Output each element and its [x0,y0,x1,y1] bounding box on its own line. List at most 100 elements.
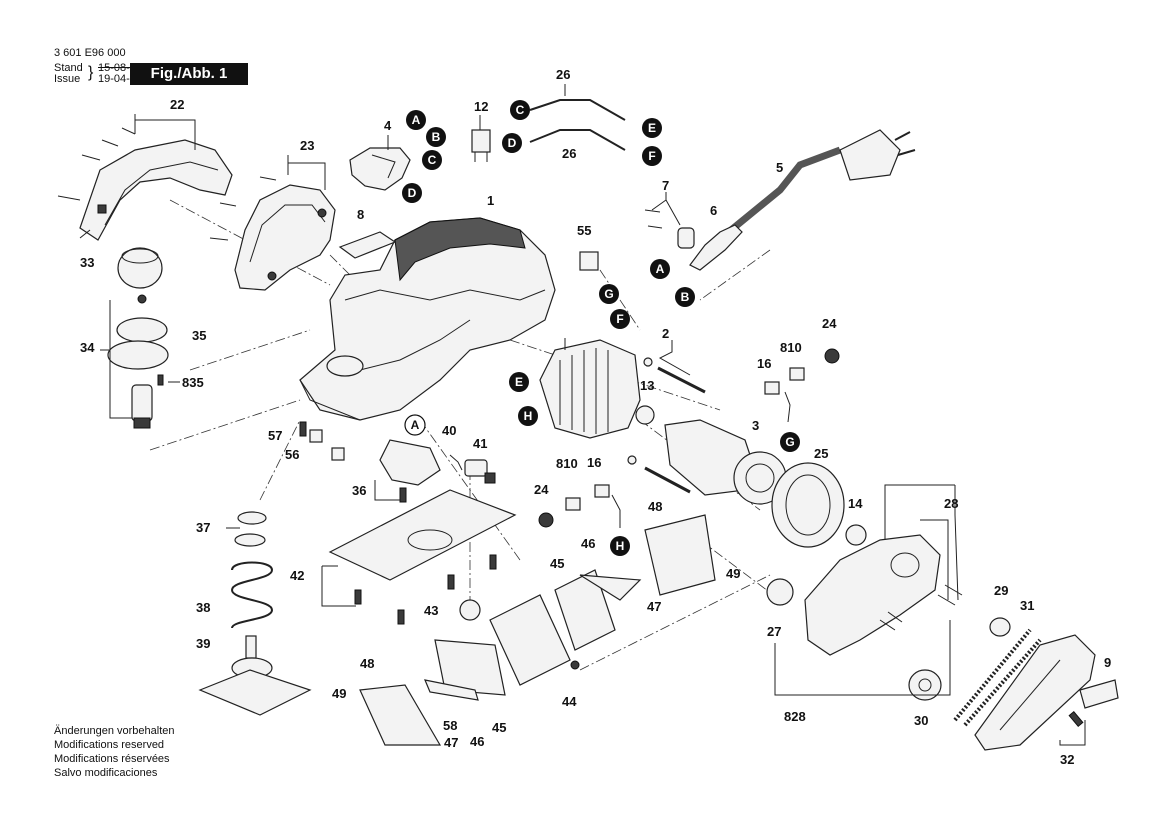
part-number: 27 [767,624,781,639]
part-depth-knob [117,247,163,289]
part-number: 14 [848,496,863,511]
part-number: 48 [648,499,662,514]
part-number: 29 [994,583,1008,598]
part-number: 48 [360,656,374,671]
part-number: 38 [196,600,210,615]
figure-label: Fig./Abb. 1 [130,63,248,85]
part-number: 47 [647,599,661,614]
part-stator-screws [627,357,706,494]
connector-icon: G [780,432,800,452]
part-number: 46 [470,734,484,749]
part-number: 26 [556,67,570,82]
part-number: 39 [196,636,210,651]
svg-text:F: F [616,312,623,326]
part-fan-baffle [771,462,845,548]
part-number: 37 [196,520,210,535]
part-number: 56 [285,447,299,462]
part-number: 8 [357,207,364,222]
part-switch [349,147,411,191]
connector-markers: A B C D C D E F A B G F E H G H A [402,100,800,556]
part-label-plate [338,231,397,259]
connector-icon: D [502,133,522,153]
connector-icon: E [642,118,662,138]
note-line: Modifications réservées [54,753,170,765]
part-number: 28 [944,496,958,511]
part-number: 42 [290,568,304,583]
svg-text:D: D [408,186,417,200]
note-line: Änderungen vorbehalten [54,725,175,737]
part-blades [359,514,716,746]
modification-notes: Änderungen vorbehalten Modifications res… [54,724,174,780]
connector-icon: B [426,127,446,147]
part-number: 30 [914,713,928,728]
part-number: 57 [268,428,282,443]
part-parking-foot [198,511,312,716]
part-number: 44 [562,694,577,709]
part-number: 35 [192,328,206,343]
part-power-cord [722,129,916,238]
svg-text:E: E [515,375,523,389]
part-number: 40 [442,423,456,438]
svg-text:B: B [432,130,441,144]
part-number: 7 [662,178,669,193]
part-screw-nut [299,421,345,461]
svg-text:A: A [412,113,421,127]
part-wires [529,99,626,151]
part-cable-guard [689,224,743,271]
svg-text:B: B [681,290,690,304]
part-number: 58 [443,718,457,733]
part-cable-clamp [644,209,695,249]
note-line: Salvo modificaciones [54,767,158,779]
svg-text:D: D [508,136,517,150]
part-number: 49 [726,566,740,581]
part-lever [449,454,496,484]
drawing-number: 3 601 E96 000 [54,47,126,59]
connector-icon: A [650,259,670,279]
part-number: 49 [332,686,346,701]
part-stator [539,339,641,439]
issue-label: Issue [54,73,81,85]
part-gear-housing [804,534,963,656]
part-number: 810 [556,456,578,471]
part-belt-cover [974,634,1119,751]
part-pulleys [908,617,1011,701]
part-number: 4 [384,118,392,133]
stand-label: Stand [54,62,83,74]
part-number: 55 [577,223,591,238]
svg-text:H: H [616,539,625,553]
part-bearing-27 [766,578,794,606]
part-number: 47 [444,735,458,750]
part-number: 23 [300,138,314,153]
part-number: 34 [80,340,95,355]
part-number: 33 [80,255,94,270]
connector-icon: C [422,150,442,170]
part-number: 3 [752,418,759,433]
part-number: 25 [814,446,828,461]
part-chip-deflector [379,439,441,503]
part-number: 828 [784,709,806,724]
part-number: 43 [424,603,438,618]
part-bearing-14 [845,524,867,546]
part-housing [299,217,556,421]
part-terminal-block [579,251,599,271]
part-number: 12 [474,99,488,114]
svg-text:C: C [428,153,437,167]
connector-icon: F [610,309,630,329]
brace-icon: } [88,64,94,81]
connector-icon: F [642,146,662,166]
part-rear-cover [57,127,233,241]
svg-text:E: E [648,121,656,135]
note-line: Modifications reserved [54,739,165,751]
part-number: 835 [182,375,204,390]
part-number: 13 [640,378,654,393]
part-number: 1 [487,193,494,208]
connector-icon: A [406,110,426,130]
connector-icon: B [675,287,695,307]
part-bearing [635,405,655,425]
part-number: 46 [581,536,595,551]
connector-icon: G [599,284,619,304]
svg-text:G: G [604,287,613,301]
svg-text:G: G [785,435,794,449]
part-blade-drum [459,594,580,686]
